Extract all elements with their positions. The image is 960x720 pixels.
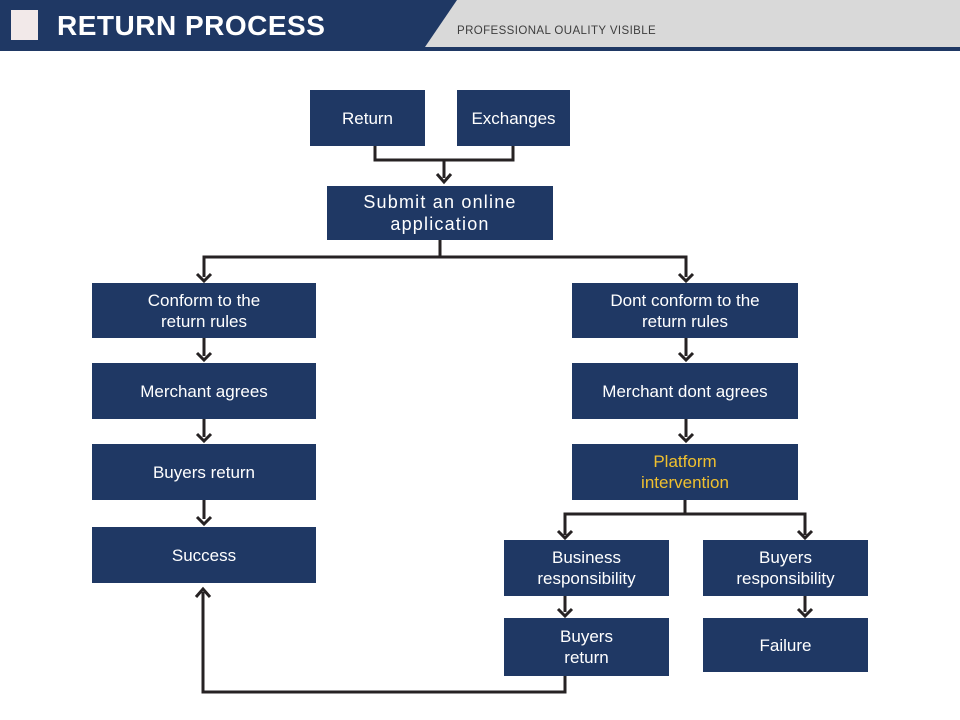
edge-merchant-agrees-to-buyers-return [195, 419, 213, 444]
node-buyers-responsibility: Buyers responsibility [703, 540, 868, 596]
node-exchanges: Exchanges [457, 90, 570, 146]
node-failure: Failure [703, 618, 868, 672]
edge-dont-conform-to-merchant-dont-agrees [677, 338, 695, 363]
edge-business-to-buyers-return2 [556, 596, 574, 619]
node-conform-to-rules: Conform to the return rules [92, 283, 316, 338]
header-gray-ribbon [425, 0, 960, 47]
node-business-responsibility: Business responsibility [504, 540, 669, 596]
edge-buyers-resp-to-failure [796, 596, 814, 619]
node-return: Return [310, 90, 425, 146]
edge-return-exchanges-to-submit [373, 146, 515, 185]
node-merchant-agrees: Merchant agrees [92, 363, 316, 419]
edge-conform-to-merchant-agrees [195, 338, 213, 363]
node-dont-conform-to-rules: Dont conform to the return rules [572, 283, 798, 338]
node-buyers-return: Buyers return [92, 444, 316, 500]
header-tagline: PROFESSIONAL OUALITY VISIBLE [457, 25, 657, 37]
node-submit-application: Submit an online application [327, 186, 553, 240]
node-buyers-return-2: Buyers return [504, 618, 669, 676]
title-accent-square [11, 10, 38, 40]
edge-submit-split [195, 240, 695, 284]
node-platform-intervention: Platform intervention [572, 444, 798, 500]
node-merchant-dont-agrees: Merchant dont agrees [572, 363, 798, 419]
node-success: Success [92, 527, 316, 583]
edge-merchant-dont-agrees-to-platform [677, 419, 695, 444]
edge-buyers-return-to-success [195, 500, 213, 527]
edge-platform-split [556, 500, 814, 541]
header-bar: RETURN PROCESS PROFESSIONAL OUALITY VISI… [0, 0, 960, 51]
page-title: RETURN PROCESS [57, 10, 326, 41]
